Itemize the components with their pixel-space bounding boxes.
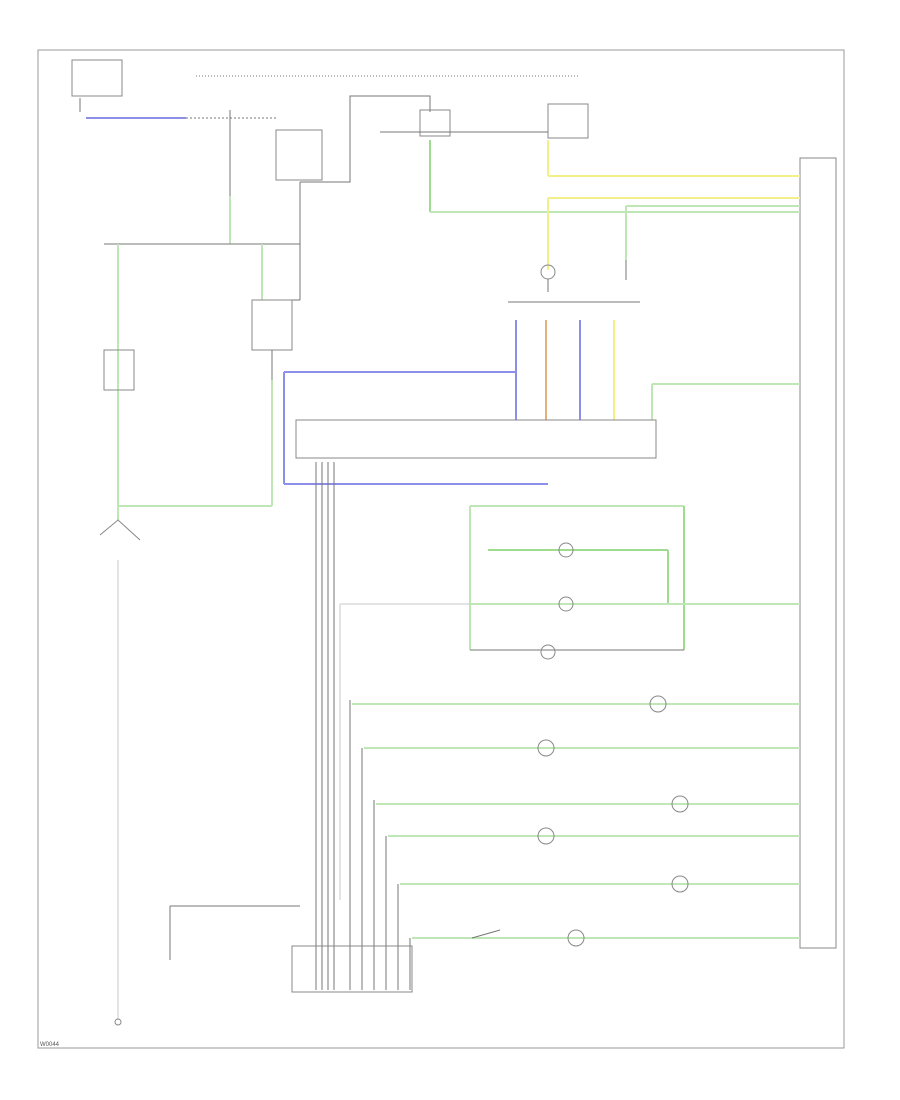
module-input-wires [283, 301, 800, 485]
diagram-frame [37, 49, 845, 1049]
bottom-left-grounds [114, 905, 300, 1026]
left-ground-circuit [99, 244, 273, 960]
diagram-code-label: W0044 [40, 1042, 60, 1048]
relay-switch [270, 95, 431, 301]
top-right-wires [380, 103, 800, 292]
control-unit [295, 419, 657, 459]
lower-lamp-circuits [339, 604, 800, 947]
indicator-lamps [340, 505, 800, 660]
power-source-area [71, 59, 580, 244]
wire-bundle [291, 462, 413, 993]
combination-switch [251, 244, 293, 380]
instrument-cluster-block [799, 157, 837, 949]
